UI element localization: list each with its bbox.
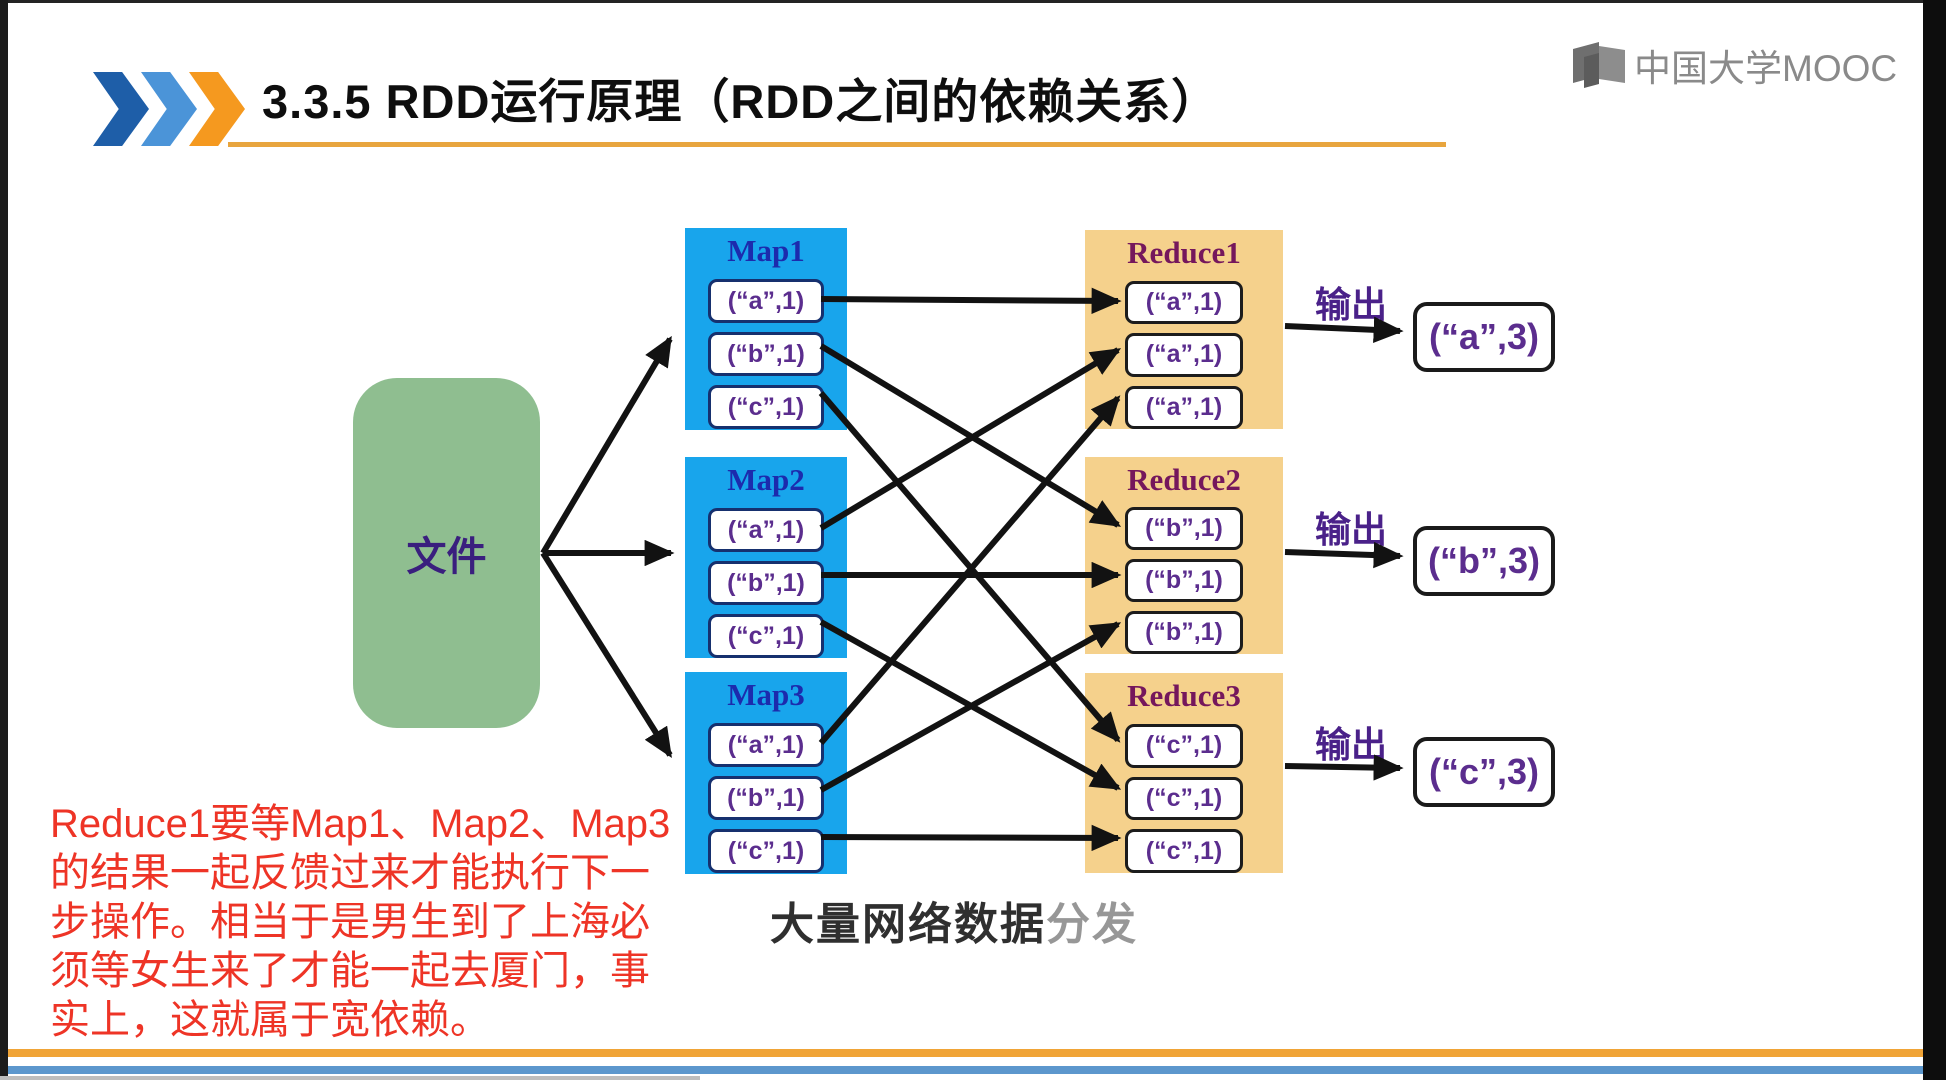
note-line: 的结果一起反馈过来才能执行下一 [50,851,650,895]
reduce1-title: Reduce1 [1127,235,1241,270]
note-line: 实上，这就属于宽依赖。 [50,998,490,1042]
chevron-icon [141,72,197,146]
reduce3-title: Reduce3 [1127,678,1241,713]
map1-title: Map1 [727,233,805,268]
top-border [0,0,1946,3]
output3-label: 输出 [1314,724,1387,765]
right-border [1923,0,1946,1080]
file-node: 文件 [353,378,540,728]
shuffle-caption-main: 大量网络数据 [770,900,1046,949]
mooc-logo-icon [1573,42,1625,88]
reduce3-pair: (“c”,1) [1125,776,1243,821]
left-border [0,0,8,1080]
map3-node: Map3 (“a”,1) (“b”,1) (“c”,1) [685,672,847,874]
reduce1-pair: (“a”,1) [1125,333,1243,377]
map2-pair: (“c”,1) [708,614,824,658]
reduce2-pair: (“b”,1) [1125,611,1243,654]
mooc-logo: 中国大学MOOC [1570,38,1897,92]
reduce1-node: Reduce1 (“a”,1) (“a”,1) (“a”,1) [1085,230,1283,430]
bottom-blue-bar [0,1066,1946,1074]
page-title: 3.3.5 RDD运行原理（RDD之间的依赖关系） [262,75,1220,128]
wide-dependency-note: Reduce1要等Map1、Map2、Map3 的结果一起反馈过来才能执行下一 … [50,800,700,1045]
output1-value: (“a”,3) [1413,302,1555,372]
map3-pair: (“a”,1) [708,723,824,767]
arrow-map1b-reduce2 [819,343,1122,528]
map1-pair: (“c”,1) [708,385,824,429]
arrow-map3b-reduce2 [819,621,1122,793]
note-line: 步操作。相当于是男生到了上海必 [50,900,650,944]
map3-pair: (“b”,1) [708,776,824,820]
reduce2-pair: (“b”,1) [1125,559,1243,603]
reduce1-pair: (“a”,1) [1125,280,1243,325]
reduce1-pair: (“a”,1) [1125,385,1243,430]
map3-pair: (“c”,1) [708,829,824,873]
map1-pair: (“a”,1) [708,279,824,323]
reduce3-node: Reduce3 (“c”,1) (“c”,1) (“c”,1) [1085,673,1283,874]
map2-pair: (“a”,1) [708,508,824,552]
arrow-map2c-reduce3 [819,619,1122,791]
arrow-map1a-reduce1 [820,287,1122,315]
map1-pair: (“b”,1) [708,332,824,376]
reduce3-pair: (“c”,1) [1125,829,1243,874]
mooc-logo-text: 中国大学MOOC [1634,48,1898,89]
map2-title: Map2 [727,462,805,497]
file-node-label: 文件 [406,535,487,579]
reduce2-title: Reduce2 [1127,462,1241,497]
note-line: Reduce1要等Map1、Map2、Map3 [50,802,671,846]
chevron-icon [189,72,245,146]
output2-value: (“b”,3) [1413,526,1555,596]
arrow-map3c-reduce3 [820,824,1122,852]
map1-node: Map1 (“a”,1) (“b”,1) (“c”,1) [685,228,847,430]
arrow-file-map1 [540,335,673,555]
reduce2-pair: (“b”,1) [1125,507,1243,551]
reduce2-node: Reduce2 (“b”,1) (“b”,1) (“b”,1) [1085,457,1283,654]
chevron-icon [93,72,149,146]
bottom-border [0,1076,700,1080]
title-underline [228,142,1446,147]
output3-value: (“c”,3) [1413,737,1555,807]
arrow-map2a-reduce1 [819,347,1122,531]
map2-node: Map2 (“a”,1) (“b”,1) (“c”,1) [685,457,847,658]
arrow-map3a-reduce1 [818,395,1121,745]
bottom-orange-bar [0,1049,1946,1057]
shuffle-caption-tail: 分发 [1046,900,1138,949]
output1-label: 输出 [1314,284,1387,325]
note-line: 须等女生来了才能一起去厦门，事 [50,949,650,993]
map3-title: Map3 [727,677,805,712]
arrow-file-map3 [540,551,673,759]
output2-label: 输出 [1314,509,1387,550]
arrow-map1c-reduce3 [818,391,1121,743]
reduce3-pair: (“c”,1) [1125,723,1243,768]
shuffle-caption: 大量网络数据分发 [770,888,1138,952]
map2-pair: (“b”,1) [708,561,824,605]
